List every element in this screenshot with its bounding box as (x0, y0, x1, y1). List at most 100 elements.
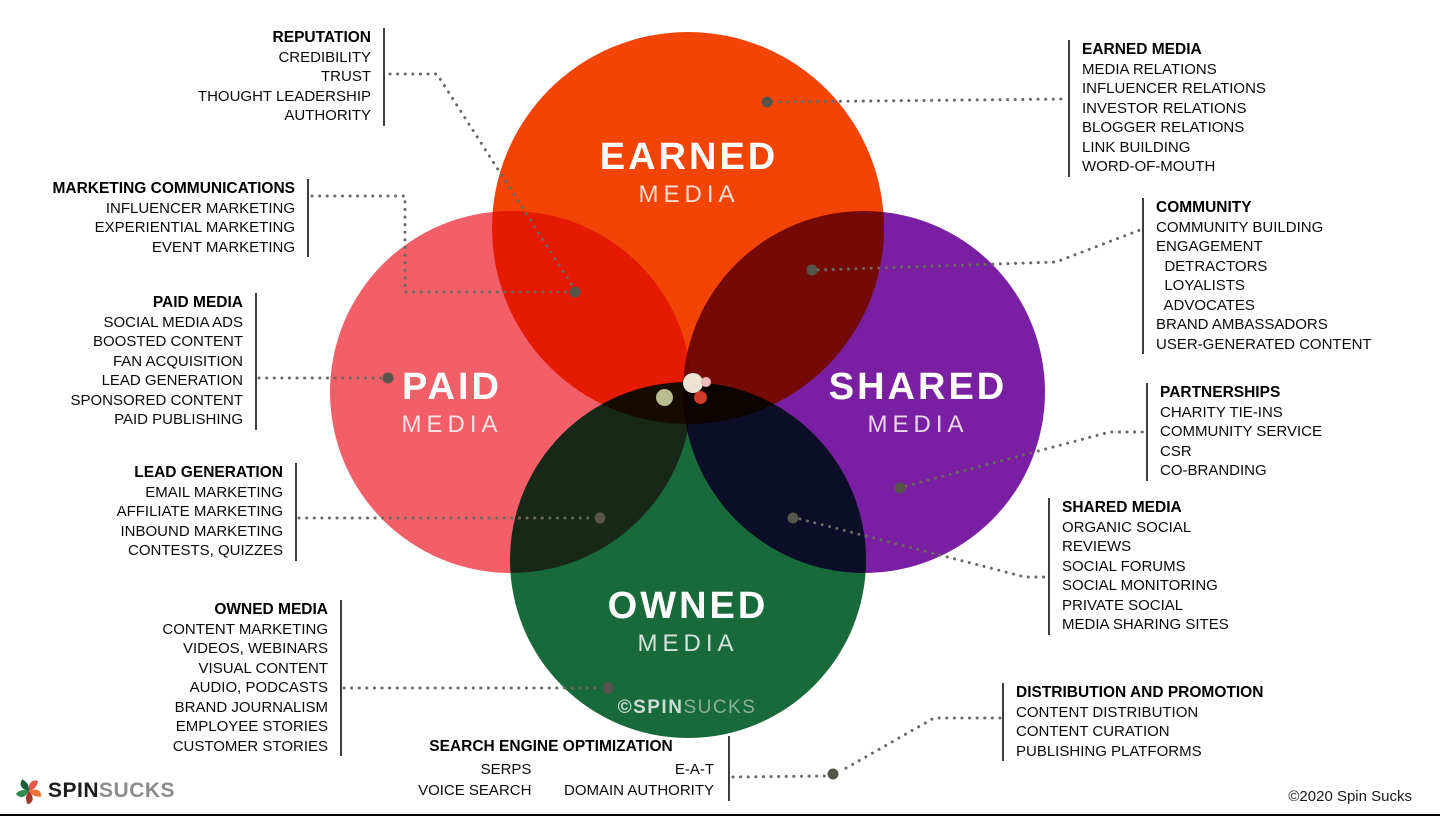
annotation-item: ORGANIC SOCIAL (1062, 518, 1192, 536)
annotation-item: WORD-OF-MOUTH (1082, 158, 1216, 175)
annotation-title: SEARCH ENGINE OPTIMIZATION (429, 738, 673, 755)
annotation-item: ADVOCATES (1156, 296, 1255, 314)
annotation-item: PRIVATE SOCIAL (1062, 596, 1184, 614)
annotation-items: EMAIL MARKETING AFFILIATE MARKETING INBOUN… (117, 483, 283, 561)
annotation-item: E-A-T (674, 761, 714, 778)
annotation-item: COMMUNITY SERVICE (1160, 423, 1322, 440)
seo-column-left: SERPS VOICE SEARCH (388, 759, 531, 801)
annotation-title: PAID MEDIA (152, 294, 243, 311)
annotation-reputation: REPUTATION CREDIBILITY TRUST THOUGHT LEADE… (198, 28, 385, 126)
owned-circle-subtitle: MEDIA (637, 630, 739, 657)
annotation-item: PUBLISHING PLATFORMS (1016, 742, 1202, 760)
annotation-item: AFFILIATE MARKETING (116, 503, 283, 520)
annotation-item: SERPS (480, 761, 532, 778)
annotation-item: INBOUND MARKETING (120, 522, 283, 540)
annotation-title: REPUTATION (272, 29, 371, 46)
owned-circle-label: OWNED MEDIA (608, 586, 769, 659)
connector-distribution (839, 716, 1002, 773)
annotation-community: COMMUNITY COMMUNITY BUILDING ENGAGEMENT D… (1142, 198, 1372, 354)
seo-columns: SERPS VOICE SEARCH E-A-T DOMAIN AUTHORITY (388, 759, 714, 801)
annotation-item: CUSTOMER STORIES (172, 737, 328, 755)
annotation-items: SOCIAL MEDIA ADS BOOSTED CONTENT FAN ACQUI… (70, 313, 243, 430)
seo-column-right: E-A-T DOMAIN AUTHORITY (531, 759, 714, 801)
annotation-item: LINK BUILDING (1082, 138, 1191, 156)
annotation-item: BOOSTED CONTENT (92, 333, 243, 350)
paid-circle-label: PAID MEDIA (401, 367, 502, 440)
spinsucks-logo-icon (16, 779, 42, 804)
bottom-border-line (0, 814, 1440, 816)
logo-text-sucks: SUCKS (99, 779, 176, 802)
annotation-item: DOMAIN AUTHORITY (563, 782, 714, 799)
shared-circle-title: SHARED (828, 366, 1008, 408)
annotation-item: EXPERIENTIAL MARKETING (94, 219, 295, 236)
annotation-item: CREDIBILITY (278, 48, 371, 66)
annotation-distribution-and-promotion: DISTRIBUTION AND PROMOTION CONTENT DISTR… (1002, 683, 1263, 761)
owned-media-circle (510, 382, 866, 738)
annotation-item: LEAD GENERATION (101, 372, 243, 389)
annotation-item: LOYALISTS (1156, 277, 1245, 294)
annotation-item: THOUGHT LEADERSHIP (197, 87, 371, 105)
earned-circle-subtitle: MEDIA (638, 181, 740, 208)
annotation-item: CONTENT CURATION (1016, 723, 1170, 740)
earned-circle-title: EARNED (599, 136, 779, 178)
annotation-item: EVENT MARKETING (151, 238, 295, 256)
annotation-item: VISUAL CONTENT (198, 659, 328, 677)
annotation-items: INFLUENCER MARKETING EXPERIENTIAL MARKETI… (52, 199, 295, 258)
annotation-title: SHARED MEDIA (1062, 499, 1182, 516)
annotation-item: CHARITY TIE-INS (1160, 403, 1283, 421)
annotation-item: INVESTOR RELATIONS (1082, 99, 1247, 117)
annotation-search-engine-optimization: SEARCH ENGINE OPTIMIZATION SERPS VOICE SE… (388, 736, 730, 801)
annotation-item: ENGAGEMENT (1156, 238, 1263, 255)
annotation-item: BRAND JOURNALISM (174, 698, 328, 716)
watermark-bold: ©SPIN (617, 697, 684, 718)
annotation-item: SPONSORED CONTENT (70, 391, 243, 409)
connector-seo (731, 774, 828, 779)
annotation-marketing-communications: MARKETING COMMUNICATIONS INFLUENCER MARK… (52, 179, 309, 257)
annotation-item: USER-GENERATED CONTENT (1156, 335, 1372, 353)
annotation-item: COMMUNITY BUILDING (1156, 218, 1324, 236)
annotation-item: EMAIL MARKETING (145, 483, 283, 501)
annotation-title: MARKETING COMMUNICATIONS (52, 180, 295, 197)
annotation-paid-media: PAID MEDIA SOCIAL MEDIA ADS BOOSTED CONTE… (70, 293, 257, 430)
owned-circle-title: OWNED (607, 585, 769, 627)
annotation-item: AUDIO, PODCASTS (189, 679, 328, 696)
annotation-item: SOCIAL MONITORING (1062, 577, 1218, 594)
annotation-item: MEDIA SHARING SITES (1062, 616, 1229, 633)
annotation-item: FAN ACQUISITION (112, 352, 243, 370)
annotation-item: INFLUENCER MARKETING (105, 199, 295, 217)
spinsucks-logo: SPINSUCKS (16, 778, 175, 804)
annotation-item: INFLUENCER RELATIONS (1082, 80, 1266, 97)
annotation-partnerships: PARTNERSHIPS CHARITY TIE-INS COMMUNITY SE… (1146, 383, 1322, 481)
annotation-item: BLOGGER RELATIONS (1082, 119, 1245, 136)
overlap-dot-red (694, 391, 707, 404)
annotation-items: CONTENT MARKETING VIDEOS, WEBINARS VISUAL … (162, 620, 328, 757)
annotation-title: COMMUNITY (1156, 199, 1252, 216)
annotation-item: DETRACTORS (1156, 257, 1268, 275)
annotation-item: CONTESTS, QUIZZES (127, 542, 283, 559)
annotation-item: VOICE SEARCH (418, 782, 532, 799)
overlap-dot-cream (683, 373, 703, 393)
watermark-light: SUCKS (683, 697, 757, 718)
annotation-item: CONTENT MARKETING (162, 620, 328, 638)
copyright-text: ©2020 Spin Sucks (1288, 788, 1412, 805)
shared-circle-subtitle: MEDIA (867, 411, 969, 438)
annotation-title: EARNED MEDIA (1082, 41, 1202, 58)
annotation-item: TRUST (321, 68, 371, 85)
paid-circle-title: PAID (402, 366, 502, 408)
annotation-item: PAID PUBLISHING (114, 411, 243, 428)
annotation-title: PARTNERSHIPS (1160, 384, 1281, 401)
annotation-item: CSR (1160, 442, 1192, 460)
paid-circle-subtitle: MEDIA (401, 411, 503, 438)
annotation-item: VIDEOS, WEBINARS (182, 640, 328, 657)
annotation-item: SOCIAL MEDIA ADS (103, 313, 244, 331)
